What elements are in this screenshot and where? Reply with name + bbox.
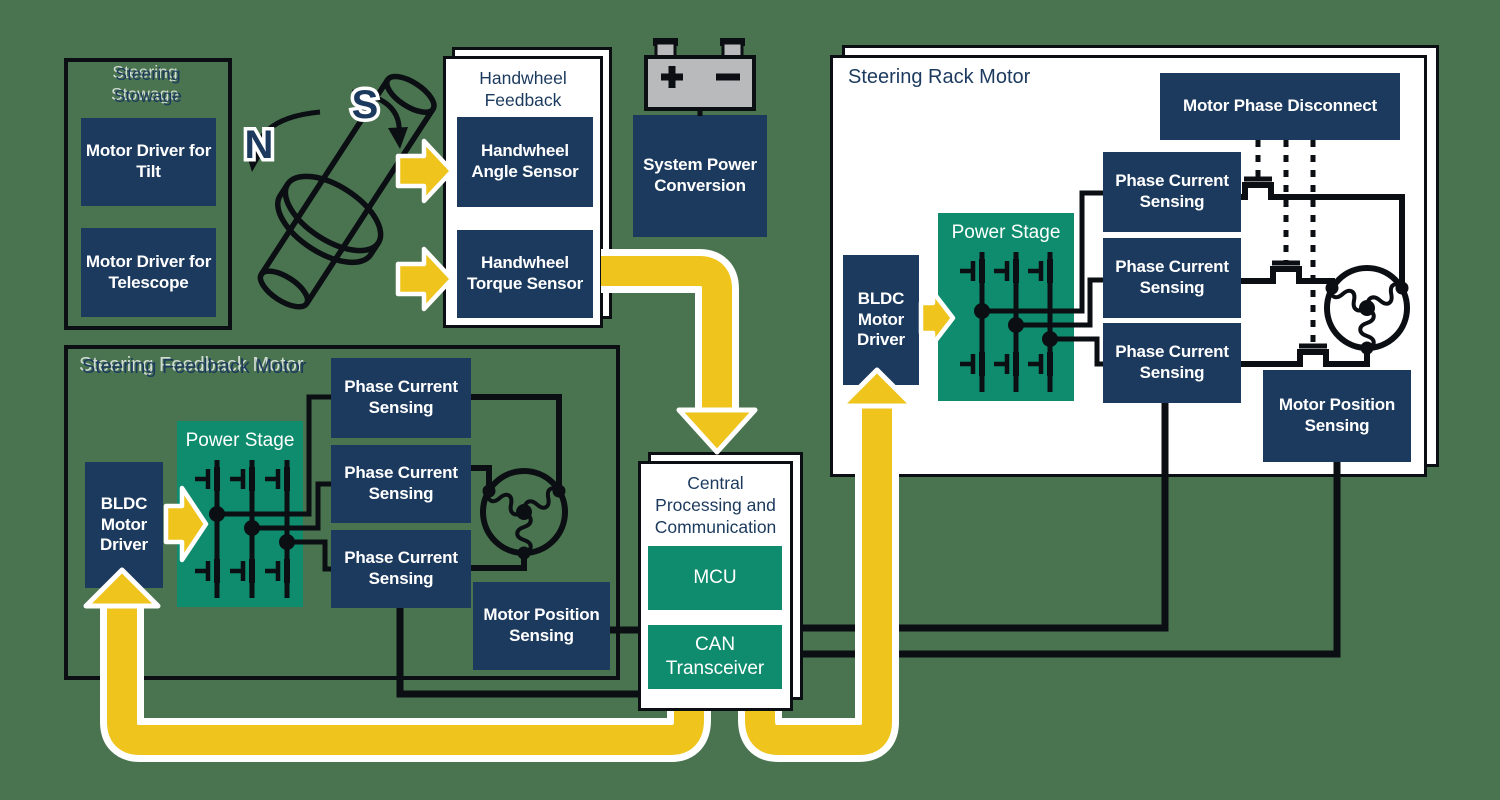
handwheel-torque-sensor-box: Handwheel Torque Sensor <box>457 230 593 318</box>
steering-column-icon <box>245 73 437 310</box>
rack-phase-current-sensing-3: Phase Current Sensing <box>1103 323 1241 403</box>
system-power-conversion-box: System Power Conversion <box>633 115 767 237</box>
mcu-box: MCU <box>648 546 782 610</box>
battery-icon <box>644 38 756 116</box>
battery-plus-icon <box>661 66 683 88</box>
handwheel-feedback-title: Handwheel Feedback <box>479 68 567 110</box>
north-pole-label: N <box>245 123 274 167</box>
feedback-power-stage-label: Power Stage <box>185 430 295 451</box>
motor-driver-telescope-box: Motor Driver for Telescope <box>81 228 216 317</box>
feedback-phase-current-sensing-1: Phase Current Sensing <box>331 358 471 438</box>
rack-phase-current-sensing-1: Phase Current Sensing <box>1103 152 1241 232</box>
steering-stowage-title: Steering Stowage <box>113 64 183 106</box>
handwheel-angle-sensor-box: Handwheel Angle Sensor <box>457 117 593 207</box>
steering-rack-motor-title: Steering Rack Motor <box>848 66 1031 88</box>
rotation-arrows <box>245 89 408 172</box>
motor-phase-disconnect-box: Motor Phase Disconnect <box>1160 73 1400 140</box>
can-transceiver-box: CAN Transceiver <box>648 625 782 689</box>
rack-power-stage-box: Power Stage <box>938 213 1074 401</box>
feedback-phase-current-sensing-2: Phase Current Sensing <box>331 445 471 523</box>
rack-bldc-motor-driver-box: BLDC Motor Driver <box>843 255 919 385</box>
steering-feedback-motor-title: Steering Feedback Motor <box>82 356 307 378</box>
steering-stowage-container <box>64 58 232 330</box>
central-processing-title: Central Processing and Communication <box>654 473 777 537</box>
rack-phase-current-sensing-2: Phase Current Sensing <box>1103 238 1241 318</box>
feedback-bldc-motor-driver-box: BLDC Motor Driver <box>85 462 163 588</box>
arrowhead-to-central <box>676 407 758 455</box>
feedback-motor-position-sensing-box: Motor Position Sensing <box>473 582 610 670</box>
rack-motor-position-sensing-box: Motor Position Sensing <box>1263 370 1411 462</box>
rack-power-stage-label: Power Stage <box>951 222 1061 243</box>
motor-driver-tilt-box: Motor Driver for Tilt <box>81 118 216 206</box>
south-pole-label: S <box>352 83 379 127</box>
feedback-power-stage-box: Power Stage <box>177 421 303 607</box>
feedback-phase-current-sensing-3: Phase Current Sensing <box>331 530 471 608</box>
